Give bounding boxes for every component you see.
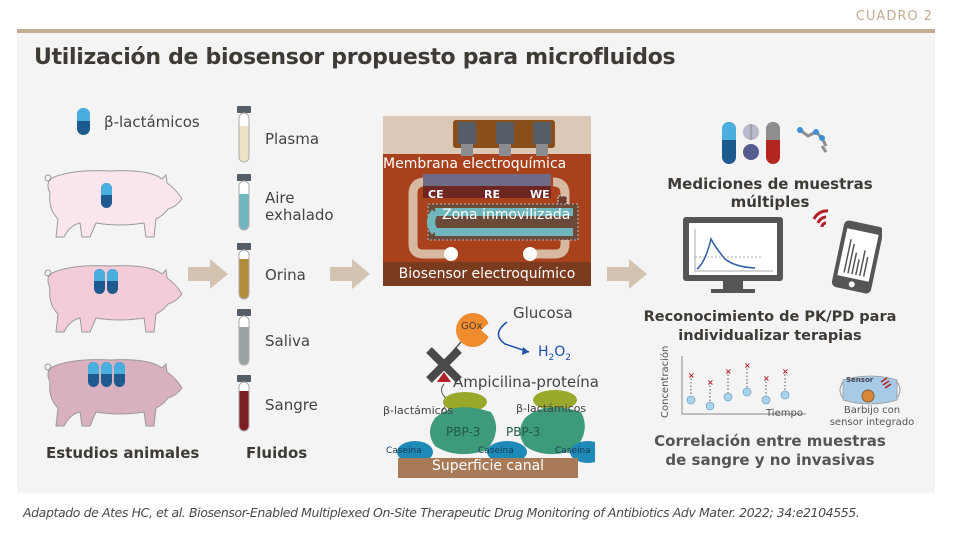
tube-breath-icon bbox=[237, 174, 251, 231]
capsules-icon bbox=[88, 362, 125, 387]
tube-plasma-icon bbox=[237, 106, 251, 163]
multi-samples-label: Mediciones de muestras múltiples bbox=[667, 175, 873, 211]
protein-label-2: PBP-3 bbox=[506, 425, 541, 439]
svg-text:×: × bbox=[725, 367, 732, 376]
casein-label-3: Caseína bbox=[555, 446, 591, 456]
monitor-pk-curve-icon bbox=[683, 217, 783, 293]
electrode-we-label: WE bbox=[530, 188, 550, 201]
svg-text:×: × bbox=[707, 378, 714, 387]
conjugate-label: Ampicilina-proteína bbox=[453, 373, 599, 391]
pkpd-label: Reconocimiento de PK/PD para individuali… bbox=[643, 309, 897, 344]
fluid-label-saliva: Saliva bbox=[265, 332, 311, 350]
plot-y-label: Concentración bbox=[660, 345, 671, 418]
mask-label: Barbijo con sensor integrado bbox=[829, 405, 915, 428]
correlation-plot: × × × × × × bbox=[681, 356, 806, 415]
drug-label-2: β-lactámicos bbox=[516, 402, 587, 415]
mask-sensor-icon bbox=[839, 375, 901, 405]
arrow-right-icon bbox=[330, 259, 370, 289]
svg-text:×: × bbox=[744, 361, 751, 370]
tube-saliva-icon bbox=[237, 309, 251, 366]
arrow-right-icon bbox=[607, 259, 647, 289]
svg-text:×: × bbox=[782, 367, 789, 376]
svg-text:×: × bbox=[763, 374, 770, 383]
fluid-label-blood: Sangre bbox=[265, 396, 318, 414]
casein-label-2: Caseína bbox=[478, 446, 514, 456]
mask-sensor-label: Sensor bbox=[846, 376, 874, 384]
surface-label: Superficie canal bbox=[431, 458, 545, 474]
pig-3-icon bbox=[44, 359, 183, 427]
fluid-label-plasma: Plasma bbox=[265, 130, 320, 148]
pig-1-icon bbox=[44, 170, 183, 238]
drug-label-1: β-lactámicos bbox=[383, 404, 454, 417]
electrode-re-label: RE bbox=[484, 188, 500, 201]
fluids-section-label: Fluidos bbox=[246, 444, 308, 462]
page-title: Utilización de biosensor propuesto para … bbox=[34, 45, 676, 70]
electrode-ce-label: CE bbox=[428, 188, 444, 201]
substrate-label: Glucosa bbox=[513, 304, 573, 322]
biosensor-chip-diagram bbox=[383, 116, 591, 286]
capsule-icon bbox=[77, 108, 90, 135]
phone-wireless-icon bbox=[812, 209, 882, 294]
casein-label-1: Caseína bbox=[386, 446, 422, 456]
figure-label: CUADRO 2 bbox=[855, 9, 933, 24]
capsule-icon bbox=[101, 183, 112, 208]
enzyme-label: GOx bbox=[461, 321, 483, 332]
mechanism-diagram bbox=[397, 313, 595, 478]
header-divider bbox=[17, 29, 935, 33]
product-label: H2O2 bbox=[538, 344, 572, 363]
biosensor-footer-label: Biosensor electroquímico bbox=[398, 266, 576, 282]
arrow-right-icon bbox=[188, 259, 228, 289]
capsules-icon bbox=[94, 269, 118, 294]
tube-blood-icon bbox=[237, 375, 251, 432]
fluid-label-urine: Orina bbox=[265, 266, 306, 284]
multi-samples-icon bbox=[722, 122, 828, 164]
pig-2-icon bbox=[44, 265, 183, 333]
svg-text:×: × bbox=[688, 371, 695, 380]
membrane-label: Membrana electroquímica bbox=[383, 156, 567, 172]
correlation-label: Correlación entre muestras de sangre y n… bbox=[654, 432, 886, 469]
legend-drug-label: β-lactámicos bbox=[104, 113, 200, 131]
protein-label-1: PBP-3 bbox=[446, 425, 481, 439]
animals-section-label: Estudios animales bbox=[46, 444, 200, 462]
immobilized-zone-label: Zona inmovilizada bbox=[442, 207, 571, 223]
source-caption: Adaptado de Ates HC, et al. Biosensor-En… bbox=[23, 505, 860, 520]
plot-x-label: Tiempo bbox=[766, 408, 803, 419]
fluid-label-breath: Aire exhalado bbox=[265, 189, 334, 224]
tube-urine-icon bbox=[237, 243, 251, 300]
